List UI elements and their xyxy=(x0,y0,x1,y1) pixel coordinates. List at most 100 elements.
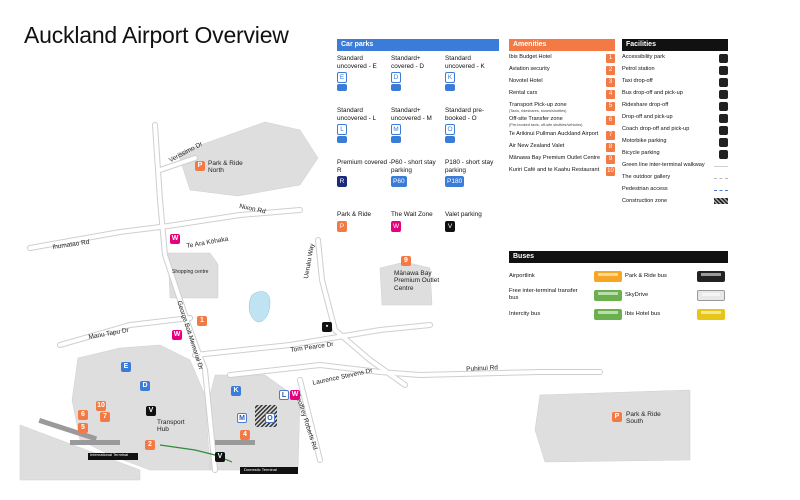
facility-item[interactable]: Construction zone xyxy=(622,198,728,207)
bus-item[interactable]: SkyDrive xyxy=(625,287,728,303)
bus-item[interactable]: Intercity bus xyxy=(509,306,625,322)
amenity-text: Off-site Transfer zone(Pre-booked taxis,… xyxy=(509,116,582,127)
car-icon xyxy=(445,136,455,144)
carpark-o-pin[interactable]: O xyxy=(265,413,275,423)
facility-pin[interactable]: ▪ xyxy=(322,322,332,332)
facility-icon xyxy=(719,90,728,99)
facility-item[interactable]: The outdoor gallery xyxy=(622,174,728,183)
valet-pin-2[interactable]: V xyxy=(215,452,225,462)
bus-icon xyxy=(697,289,725,301)
car-park-badge: R xyxy=(337,176,347,188)
facility-label: Pedestrian access xyxy=(622,186,668,192)
facility-item[interactable]: Petrol station xyxy=(622,66,728,75)
facility-item[interactable]: Motorbike parking xyxy=(622,138,728,147)
bus-item[interactable]: Ibis Hotel bus xyxy=(625,306,728,322)
page-title: Auckland Airport Overview xyxy=(24,22,289,48)
facility-item[interactable]: Bus drop-off and pick-up xyxy=(622,90,728,99)
amenity-5-pin[interactable]: 5 xyxy=(78,423,88,433)
amenity-text: Te Arikinui Pullman Auckland Airport xyxy=(509,131,598,138)
road-inner-george-bolt xyxy=(153,123,217,472)
amenity-label: Off-site Transfer zone xyxy=(509,116,563,123)
car-park-badge: O xyxy=(445,124,455,136)
bus-item[interactable]: Park & Ride bus xyxy=(625,268,728,284)
car-park-label: Park & Ride xyxy=(337,211,372,218)
car-park-label: Standard+ uncovered - M xyxy=(391,107,432,122)
car-icon xyxy=(445,84,455,92)
facility-item[interactable]: Drop-off and pick-up xyxy=(622,114,728,123)
carpark-l-pin[interactable]: L xyxy=(279,390,289,400)
car-park-badge: E xyxy=(337,72,347,84)
amenity-4-pin[interactable]: 4 xyxy=(240,430,250,440)
line-icon xyxy=(714,178,728,179)
amenity-6-pin[interactable]: 6 xyxy=(78,410,88,420)
carpark-k-pin[interactable]: K xyxy=(231,386,241,396)
wait-zone-pin-3[interactable]: W xyxy=(290,390,300,400)
bus-item[interactable]: Airportlink xyxy=(509,268,625,284)
amenity-number-badge: 3 xyxy=(606,78,615,87)
carpark-d-pin[interactable]: D xyxy=(140,381,150,391)
shopping-centre-area xyxy=(167,252,219,299)
amenity-number-badge: 1 xyxy=(606,54,615,63)
amenity-sublabel: (Pre-booked taxis, off-site shuttles/veh… xyxy=(509,122,583,127)
amenity-2-pin[interactable]: 2 xyxy=(145,440,155,450)
bus-icon xyxy=(697,270,725,282)
amenity-item[interactable]: Transport Pick-up zone(Taxis, rideshares… xyxy=(509,102,615,113)
facility-item[interactable]: Coach drop-off and pick-up xyxy=(622,126,728,135)
domestic-terminal-label: Domestic Terminal xyxy=(244,467,277,472)
road-inner-nixon xyxy=(28,208,302,250)
facility-item[interactable]: Green line inter-terminal walkway xyxy=(622,162,728,171)
wait-zone-pin-2[interactable]: W xyxy=(172,330,182,340)
park-ride-north-pin[interactable]: P xyxy=(195,161,205,171)
car-park-label: Standard pre-booked - O xyxy=(445,107,485,122)
manawa-bay-pin[interactable]: 9 xyxy=(401,256,411,266)
amenity-item[interactable]: Off-site Transfer zone(Pre-booked taxis,… xyxy=(509,116,615,127)
amenity-1-pin[interactable]: 1 xyxy=(197,316,207,326)
facility-item[interactable]: Bicycle parking xyxy=(622,150,728,159)
facility-item[interactable]: Rideshare drop-off xyxy=(622,102,728,111)
amenity-number-badge: 10 xyxy=(606,166,615,176)
facility-item[interactable]: Accessibility park xyxy=(622,54,728,63)
wait-zone-pin[interactable]: W xyxy=(170,234,180,244)
amenity-10-pin[interactable]: 10 xyxy=(96,401,106,411)
facility-label: Motorbike parking xyxy=(622,138,667,144)
car-park-item[interactable]: Standard pre-booked - O O xyxy=(445,107,499,155)
manawa-bay-label: Mānawa Bay Premium Outlet Centre xyxy=(394,270,440,292)
park-ride-south-pin[interactable]: P xyxy=(612,412,622,422)
facility-label: Taxi drop-off xyxy=(622,78,653,84)
car-icon xyxy=(337,136,347,144)
facility-item[interactable]: Taxi drop-off xyxy=(622,78,728,87)
park-ride-north-area xyxy=(177,121,319,197)
carpark-e-pin[interactable]: E xyxy=(121,362,131,372)
amenity-7-pin[interactable]: 7 xyxy=(100,412,110,422)
bus-item[interactable]: Free inter-terminal transfer bus xyxy=(509,287,625,303)
road-inner-manu-tapu xyxy=(58,316,192,347)
manawa-bay-area xyxy=(379,261,433,306)
construction-icon xyxy=(714,198,728,204)
facility-item[interactable]: Pedestrian access xyxy=(622,186,728,195)
facility-icon xyxy=(719,126,728,135)
carpark-m-pin[interactable]: M xyxy=(237,413,247,423)
car-park-badge: K xyxy=(445,72,455,84)
valet-pin[interactable]: V xyxy=(146,406,156,416)
